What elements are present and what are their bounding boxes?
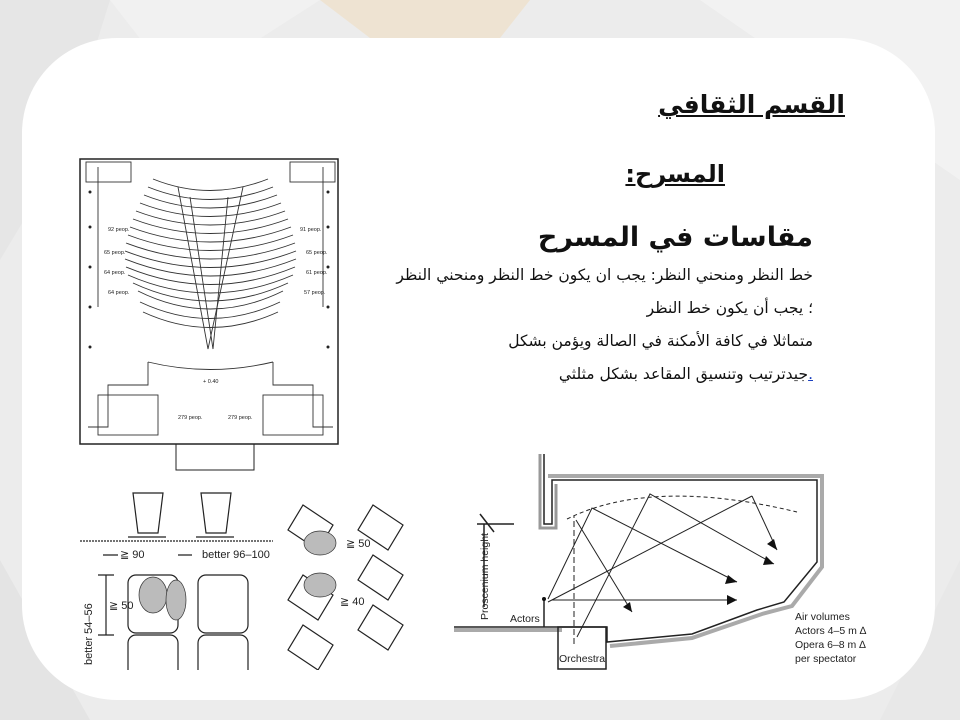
row-spacing-label: ≧ 90 xyxy=(120,549,145,561)
row-spacing-better-label: better 96–100 xyxy=(202,549,270,561)
plan-label: 92 peop. xyxy=(108,227,130,233)
plan-label: 61 peop. xyxy=(306,270,328,276)
plan-label: 64 peop. xyxy=(104,270,126,276)
slide-title: القسم الثقافي xyxy=(658,90,845,119)
seating-dimensions-diagram: ≧ 90 better 96–100 ≧ 50 better 54–56 ≧ 5… xyxy=(80,492,404,670)
air-volumes-line: per spectator xyxy=(795,653,857,665)
seat-width-label: ≧ 50 xyxy=(109,600,134,612)
plan-label: + 0.40 xyxy=(203,379,218,385)
proscenium-height-label: Proscenium height xyxy=(479,533,491,620)
air-volumes-line: Actors 4–5 m ∆ xyxy=(795,625,867,637)
section-heading: مقاسات في المسرح xyxy=(537,222,813,253)
plan-label: 91 peop. xyxy=(300,227,322,233)
air-volumes-line: Air volumes xyxy=(795,611,850,623)
plan-label: 279 peop. xyxy=(178,415,203,421)
seat-width-better-label: better 54–56 xyxy=(83,603,95,665)
plan-label: 57 peop. xyxy=(304,290,326,296)
slide-subtitle: المسرح: xyxy=(625,160,725,188)
body-line-3: متماثلا في كافة الأمكنة في الصالة ويؤمن … xyxy=(508,332,813,350)
acoustic-section-diagram: Proscenium height Actors Orchestra Air v… xyxy=(454,454,867,670)
plan-label: 65 peop. xyxy=(104,250,126,256)
theatre-floor-plan: 92 peop. 91 peop. 65 peop. 65 peop. 64 p… xyxy=(79,158,339,471)
body-line-2: ؛ يجب أن يكون خط النظر xyxy=(646,299,813,317)
body-line-4-text: جيدترتيب وتنسيق المقاعد بشكل مثلثي xyxy=(558,365,809,383)
air-volumes-line: Opera 6–8 m ∆ xyxy=(795,639,866,651)
body-line-4: .جيدترتيب وتنسيق المقاعد بشكل مثلثي xyxy=(559,365,813,383)
plan-label: 65 peop. xyxy=(306,250,328,256)
plan-label: 64 peop. xyxy=(108,290,130,296)
actors-label: Actors xyxy=(510,613,540,625)
stagger-label-1: ≧ 50 xyxy=(346,538,371,550)
orchestra-label: Orchestra xyxy=(559,653,605,665)
body-line-1: خط النظر ومنحني النظر: يجب ان يكون خط ال… xyxy=(396,266,813,284)
body-link[interactable]: . xyxy=(808,365,813,383)
plan-label: 279 peop. xyxy=(228,415,253,421)
stagger-label-2: ≧ 40 xyxy=(340,596,365,608)
